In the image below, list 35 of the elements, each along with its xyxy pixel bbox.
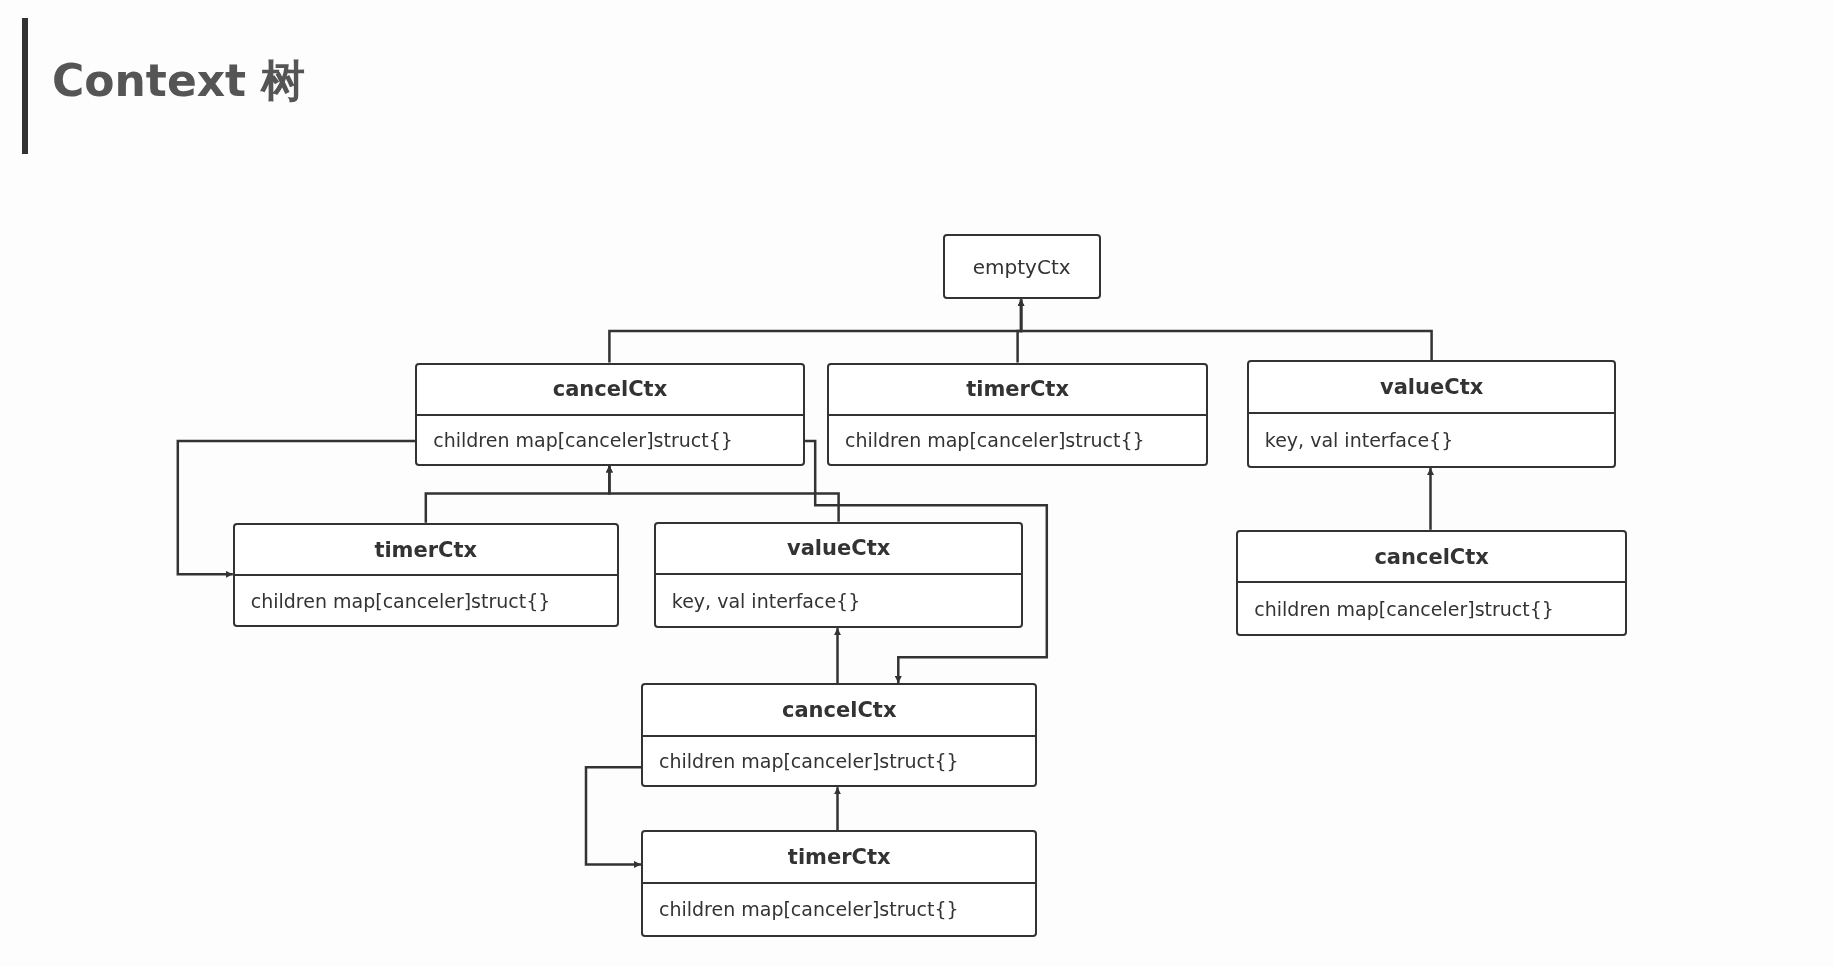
arrow [176,439,416,578]
class-box [653,521,1024,629]
field-text: key, val interface{} [670,588,862,614]
field-text: children map[canceler]struct{} [657,748,960,774]
class-name: valueCtx [655,523,1022,576]
class-name: timerCtx [828,364,1207,417]
class-name: cancelCtx [1238,531,1625,584]
class-name: timerCtx [234,524,617,577]
arrow [584,766,641,868]
class-box [640,683,1038,788]
title: Context 树 [52,54,306,108]
arrow [1017,299,1433,361]
arrow [804,439,1049,684]
class-name: valueCtx [1248,362,1615,414]
arrow [834,628,841,684]
class-box [1246,360,1617,468]
arrow [1427,467,1434,530]
class-box [415,362,805,466]
class-box [942,233,1101,300]
class-name: cancelCtx [642,685,1036,737]
field-text: children map[canceler]struct{} [432,427,734,453]
field-text: children map[canceler]struct{} [249,588,552,614]
class-box [640,830,1038,937]
arrow [605,465,840,522]
class-name: emptyCtx [971,253,1072,281]
field-text: children map[canceler]struct{} [843,427,1146,453]
arrow [834,787,841,831]
field-text: children map[canceler]struct{} [657,897,960,923]
class-box [232,522,619,627]
class-box [826,362,1209,466]
class-name: cancelCtx [417,364,803,417]
field-text: key, val interface{} [1263,427,1455,453]
class-box [1236,529,1627,637]
class-name: timerCtx [642,832,1036,884]
field-text: children map[canceler]struct{} [1253,596,1555,622]
